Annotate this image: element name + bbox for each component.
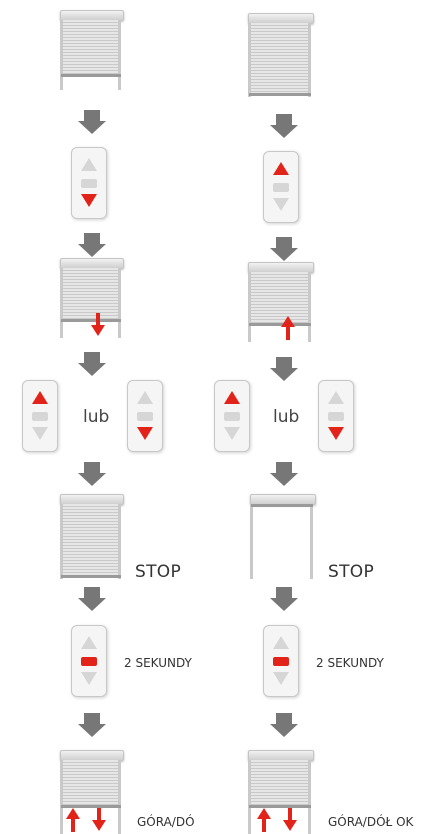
red-down-arrow-icon [91, 313, 105, 337]
flow-arrow-icon [78, 713, 106, 737]
flow-arrow-icon [78, 233, 106, 257]
red-up-arrow-icon [257, 808, 271, 832]
flow-arrow-icon [270, 587, 298, 611]
flow-arrow-icon [270, 462, 298, 486]
remote-control-icon [214, 380, 250, 452]
red-down-arrow-icon [92, 808, 106, 832]
final-left-label: GÓRA/DÓ [137, 815, 195, 829]
seconds-label: 2 SEKUNDY [316, 656, 384, 670]
roller-shutter-icon [250, 494, 316, 579]
red-down-arrow-icon [283, 808, 297, 832]
final-right-label: GÓRA/DÓŁ OK [328, 815, 414, 829]
red-up-arrow-icon [281, 316, 295, 340]
flow-arrow-icon [270, 713, 298, 737]
roller-shutter-icon [60, 10, 124, 90]
flow-arrow-icon [270, 357, 298, 381]
remote-control-icon [263, 625, 299, 697]
flow-arrow-icon [78, 110, 106, 134]
roller-shutter-icon [60, 494, 124, 579]
seconds-label: 2 SEKUNDY [124, 656, 192, 670]
remote-control-icon [71, 147, 107, 219]
flow-arrow-icon [270, 114, 298, 138]
remote-control-icon [263, 151, 299, 223]
roller-shutter-icon [60, 750, 124, 834]
remote-control-icon [22, 380, 58, 452]
flow-arrow-icon [270, 237, 298, 261]
lub-label: lub [273, 407, 300, 427]
flow-arrow-icon [78, 587, 106, 611]
remote-control-icon [318, 380, 354, 452]
roller-shutter-icon [248, 13, 314, 97]
flow-arrow-icon [78, 352, 106, 376]
flow-arrow-icon [78, 462, 106, 486]
stop-label: STOP [135, 562, 182, 582]
roller-shutter-icon [248, 750, 314, 834]
red-up-arrow-icon [66, 808, 80, 832]
lub-label: lub [83, 407, 110, 427]
stop-label: STOP [328, 562, 375, 582]
roller-shutter-icon [248, 262, 314, 342]
remote-control-icon [71, 625, 107, 697]
remote-control-icon [127, 380, 163, 452]
roller-shutter-icon [60, 258, 124, 338]
